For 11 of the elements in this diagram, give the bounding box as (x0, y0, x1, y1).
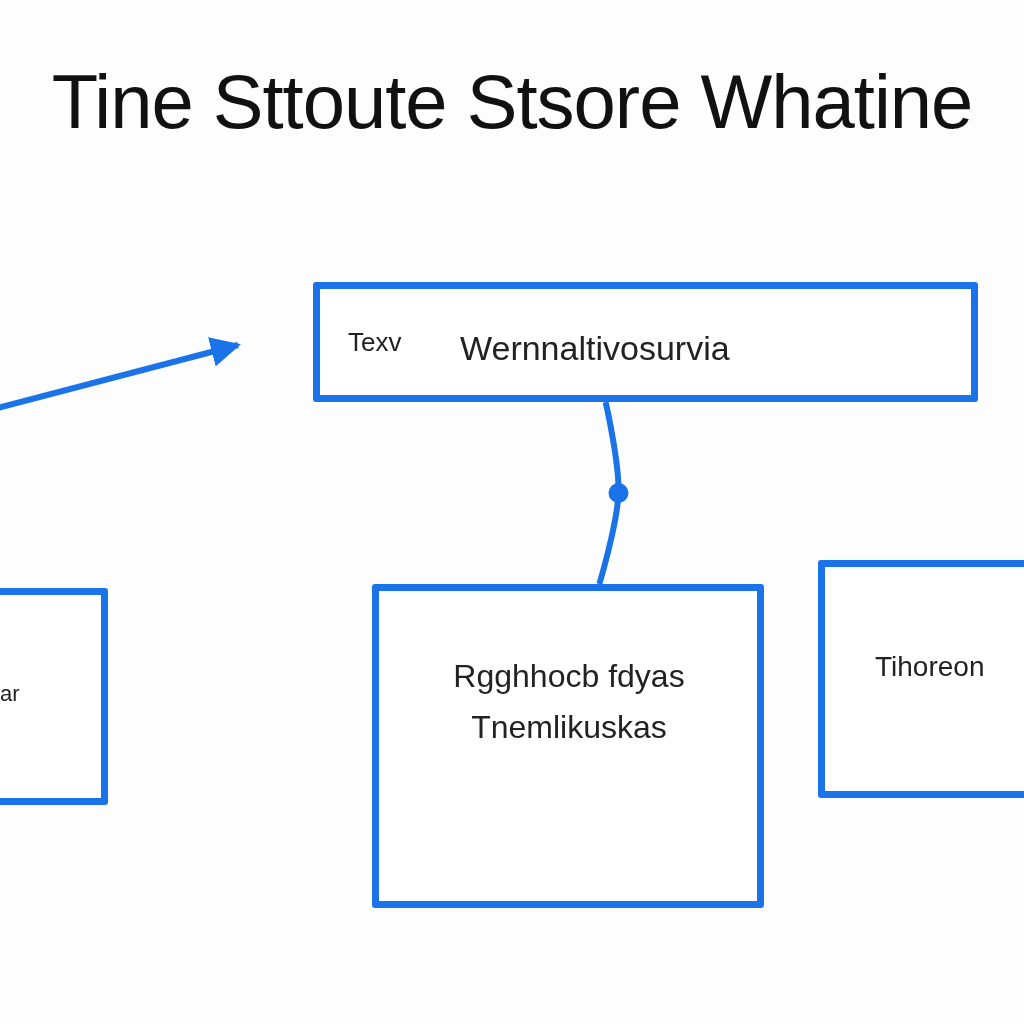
process-box (372, 584, 764, 908)
process-box (0, 588, 108, 805)
connector (596, 401, 629, 585)
process-box (313, 282, 978, 402)
process-box (818, 560, 1024, 798)
box-text: Rgghhocb fdyas Tnemlikuskas (452, 657, 686, 748)
box-text: Texv (348, 327, 402, 358)
box-text: Wernnaltivosurvia (460, 329, 730, 368)
diagram-title: Tine Sttoute Stsore Whatine (50, 58, 974, 145)
box-text: Tihoreon (875, 651, 985, 683)
box-text: ar (0, 681, 20, 707)
